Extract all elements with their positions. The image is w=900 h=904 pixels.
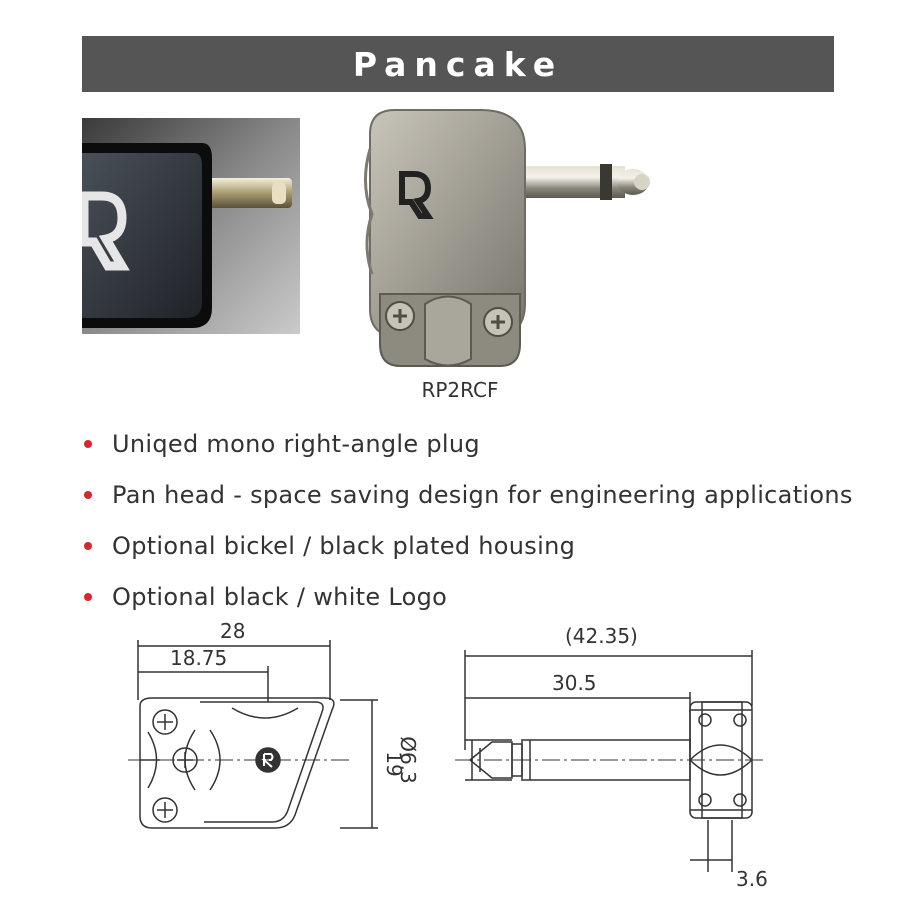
logo-icon (399, 171, 434, 219)
screw-icon (385, 301, 415, 331)
screw-icon (483, 307, 513, 337)
front-view-drawing (128, 640, 378, 829)
dim-height: 19 (382, 751, 406, 776)
dim-inner-width: 18.75 (170, 646, 227, 670)
plug-product-photo (350, 104, 660, 376)
technical-drawing: 28 18.75 19 (42.35) 30.5 Ø6.3 3.6 (100, 610, 900, 900)
page-title: Pancake (82, 36, 834, 92)
feature-item: Pan head - space saving design for engin… (82, 469, 853, 520)
side-view-drawing (455, 650, 765, 872)
feature-item: Uniqed mono right-angle plug (82, 418, 853, 469)
dim-diameter: Ø6.3 (396, 736, 420, 784)
bullet-icon (84, 592, 92, 601)
bullet-icon (84, 541, 92, 550)
plug-closeup-photo (82, 118, 308, 344)
logo-icon (82, 191, 130, 271)
dim-shaft-length: 30.5 (552, 671, 597, 695)
bullet-icon (84, 439, 92, 448)
feature-item: Optional black / white Logo (82, 571, 853, 622)
dim-overall-length: (42.35) (565, 624, 638, 648)
feature-item: Optional bickel / black plated housing (82, 520, 853, 571)
dim-overall-width: 28 (220, 619, 245, 643)
model-label: RP2RCF (421, 378, 499, 402)
dim-housing-depth: 3.6 (736, 867, 768, 891)
bullet-icon (84, 490, 92, 499)
feature-list: Uniqed mono right-angle plug Pan head - … (82, 418, 853, 622)
